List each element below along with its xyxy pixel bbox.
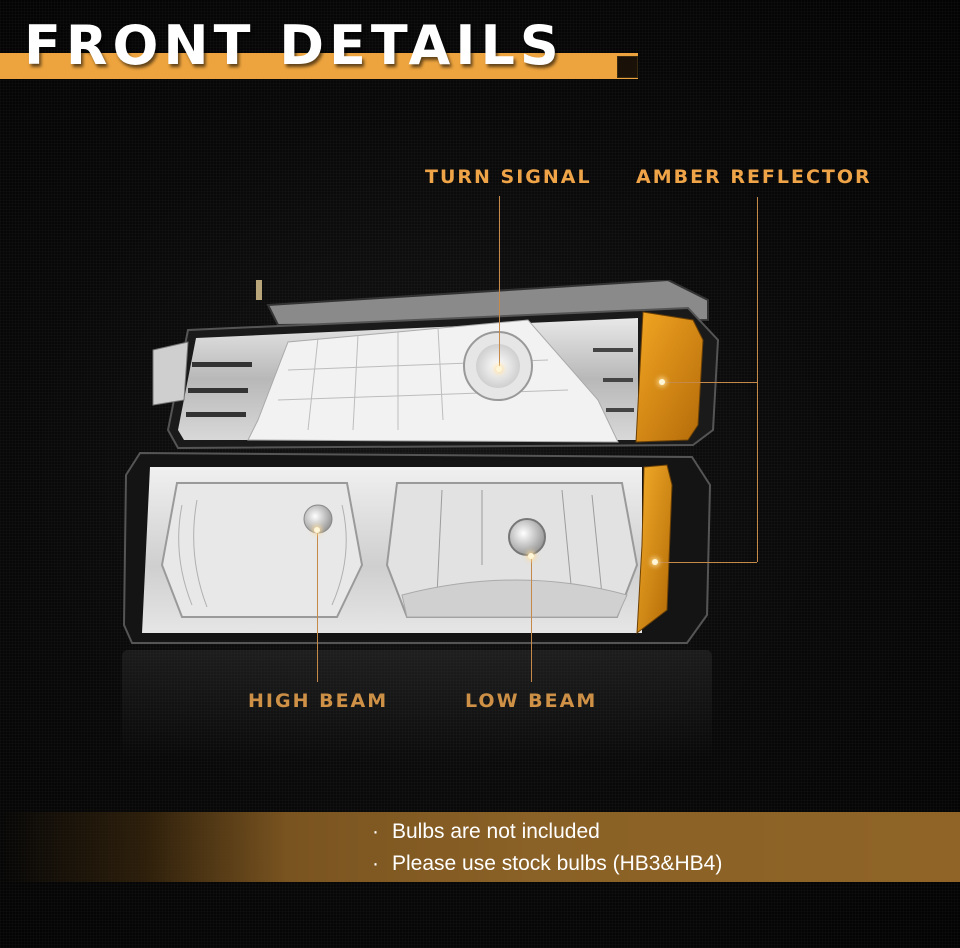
turn-signal-leader-line [499,196,500,368]
bullet-icon: · [372,820,379,843]
note-text: Please use stock bulbs (HB3&HB4) [392,852,723,875]
low-beam-leader-line [531,556,532,682]
high-beam-marker [314,527,320,533]
title-accent-bar [0,53,638,79]
amber-reflector-lower-marker [652,559,658,565]
low-beam-marker [528,553,534,559]
note-item: · Bulbs are not included [372,816,722,848]
turn-signal-marker [496,366,502,372]
low-beam-label: LOW BEAM [465,690,597,712]
amber-reflector-leader-line [757,197,758,562]
high-beam-leader-line [317,530,318,682]
page-title: FRONT DETAILS [24,14,564,77]
amber-reflector-upper-marker [659,379,665,385]
title-accent-square [617,56,638,78]
headlight-reflection [122,650,712,760]
note-text: Bulbs are not included [392,820,600,843]
amber-reflector-label: AMBER REFLECTOR [636,166,872,188]
notes-list: · Bulbs are not included · Please use stoc… [372,816,722,880]
notes-banner [0,812,960,882]
amber-reflector-lower-branch [655,562,757,563]
bullet-icon: · [372,852,379,875]
lower-lamp-image [122,451,712,644]
upper-lamp-image [152,280,720,450]
amber-reflector-upper-branch [662,382,757,383]
high-beam-label: HIGH BEAM [248,690,388,712]
note-item: · Please use stock bulbs (HB3&HB4) [372,848,722,880]
turn-signal-label: TURN SIGNAL [425,166,592,188]
